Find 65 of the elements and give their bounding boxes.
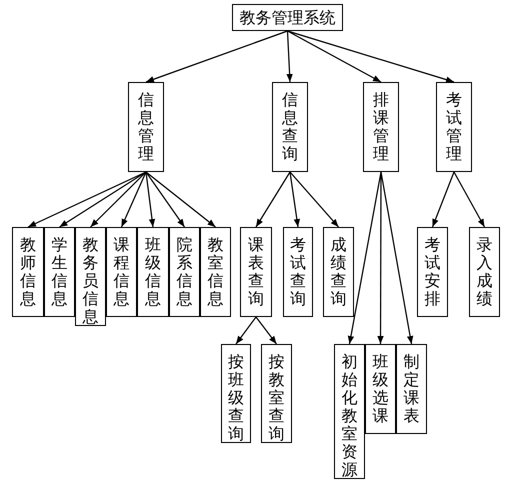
box-label: 信息查询 <box>282 91 298 165</box>
box-label: 课程信息 <box>114 236 130 310</box>
box-label: 制定课表 <box>404 353 420 427</box>
process-box <box>261 344 292 443</box>
process-box <box>334 344 365 479</box>
box-label: 排课管理 <box>373 91 389 165</box>
arrow <box>90 172 146 228</box>
arrow <box>146 30 288 83</box>
process-box <box>240 227 272 317</box>
process-box <box>272 82 308 172</box>
process-box <box>469 227 500 317</box>
box-label: 考试安排 <box>424 236 440 310</box>
box-label: 成绩查询 <box>330 236 346 310</box>
box-label: 信息管理 <box>138 91 154 165</box>
box-label: 初始化教室资源 <box>342 353 358 478</box>
process-box <box>137 227 169 317</box>
box-label: 录入成绩 <box>476 236 492 310</box>
arrow <box>145 172 156 228</box>
box-label: 教室信息 <box>208 236 224 310</box>
process-box <box>365 344 396 434</box>
process-box <box>417 227 448 317</box>
arrow <box>287 30 382 83</box>
box-label: 教师信息 <box>20 236 36 310</box>
arrow <box>377 172 384 344</box>
box-label: 考试管理 <box>446 91 462 165</box>
arrow <box>59 172 146 228</box>
arrow <box>146 172 216 228</box>
box-label: 班级信息 <box>145 236 161 310</box>
arrow <box>28 171 146 228</box>
process-box <box>283 227 313 317</box>
arrow <box>146 172 185 228</box>
process-box <box>363 82 399 172</box>
arrow <box>256 316 277 344</box>
arrow <box>453 172 486 228</box>
arrow <box>432 172 455 228</box>
arrow <box>236 316 256 344</box>
arrow <box>287 30 454 83</box>
process-box <box>128 82 164 172</box>
box-label: 教务员信息 <box>82 236 98 325</box>
box-label: 按教室查询 <box>268 353 284 442</box>
arrow <box>290 172 339 228</box>
process-box <box>106 227 137 317</box>
process-box <box>323 227 354 317</box>
arrow <box>256 172 290 228</box>
arrow <box>120 172 147 228</box>
process-box <box>200 227 231 317</box>
box-label: 考试查询 <box>290 236 306 310</box>
box-label: 班级选课 <box>372 353 388 427</box>
process-box <box>221 344 251 443</box>
process-box <box>436 82 472 172</box>
process-box <box>75 227 106 326</box>
arrow <box>380 172 414 344</box>
arrow <box>289 172 300 228</box>
box-label: 教务管理系统 <box>240 8 336 26</box>
box-label: 学生信息 <box>52 236 68 310</box>
process-box <box>169 227 200 317</box>
process-box <box>44 227 75 317</box>
box-label: 课表查询 <box>248 236 264 310</box>
arrow <box>348 172 382 344</box>
box-label: 院系信息 <box>176 236 192 310</box>
process-box <box>12 227 44 317</box>
process-box <box>396 344 427 434</box>
box-label: 按班级查询 <box>228 353 244 442</box>
arrow <box>286 30 293 82</box>
process-box <box>232 4 343 31</box>
